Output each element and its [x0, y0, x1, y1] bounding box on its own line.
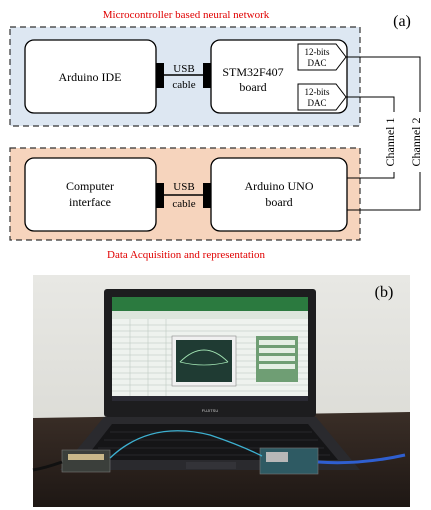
plot-area: [176, 340, 232, 382]
control-row-2: [259, 348, 295, 353]
channel-2-label-bg: [412, 112, 428, 172]
usb-plug-left-top: [156, 63, 164, 88]
stm32-header-pins: [68, 454, 104, 460]
dac-2-line2: DAC: [307, 98, 326, 108]
dac-1-block: [297, 43, 347, 71]
usb-plug-right-top: [203, 63, 211, 88]
usb-label-bottom: USB: [173, 181, 194, 193]
computer-label-line2: interface: [69, 195, 111, 209]
arduino-ide-label: Arduino IDE: [59, 70, 122, 84]
stm32-label-line1: STM32F407: [222, 65, 283, 79]
cable-label-bottom: cable: [172, 198, 195, 210]
bottom-section-title: Data Acquisition and representation: [107, 249, 265, 261]
dac-1-line1: 12-bits: [304, 47, 329, 57]
app-ribbon: [112, 297, 308, 311]
uno-usb-port: [266, 452, 288, 462]
control-row-3: [259, 356, 295, 361]
laptop-brand: FUJITSU: [202, 408, 219, 413]
computer-label-line1: Computer: [66, 179, 114, 193]
usb-cable-photo-left: [32, 460, 63, 472]
dac-1-line2: DAC: [307, 58, 326, 68]
panel-b-label: (b): [375, 284, 394, 301]
plot-curve: [179, 349, 229, 363]
usb-plug-right-bottom: [203, 183, 211, 208]
panel-a-label: (a): [393, 13, 411, 30]
cable-label-top: cable: [172, 79, 195, 91]
taskbar: [112, 396, 308, 401]
usb-cable-photo-right: [317, 453, 406, 465]
channel-1-label: Channel 1: [383, 118, 397, 167]
dac-2-block: [297, 83, 347, 111]
plot-curve-lower: [179, 361, 229, 366]
control-row-4: [259, 364, 295, 369]
uno-label-line1: Arduino UNO: [245, 179, 314, 193]
channel-1-label-bg: [386, 112, 402, 172]
channel-jumper-wire: [109, 430, 263, 459]
stm32-label-line2: board: [239, 80, 266, 94]
channel-2-label: Channel 2: [409, 118, 423, 167]
stm32-board-photo: [61, 449, 111, 473]
arduino-uno-box: [210, 157, 348, 232]
usb-plug-left-bottom: [156, 183, 164, 208]
top-section-title: Microcontroller based neural network: [103, 9, 270, 21]
touchpad: [186, 462, 236, 469]
usb-label-top: USB: [173, 63, 194, 75]
uno-label-line2: board: [265, 195, 292, 209]
app-toolbar: [112, 311, 308, 319]
dac-2-line1: 12-bits: [304, 87, 329, 97]
setup-photo: FUJITSU (b): [32, 275, 410, 507]
control-row-1: [259, 340, 295, 345]
